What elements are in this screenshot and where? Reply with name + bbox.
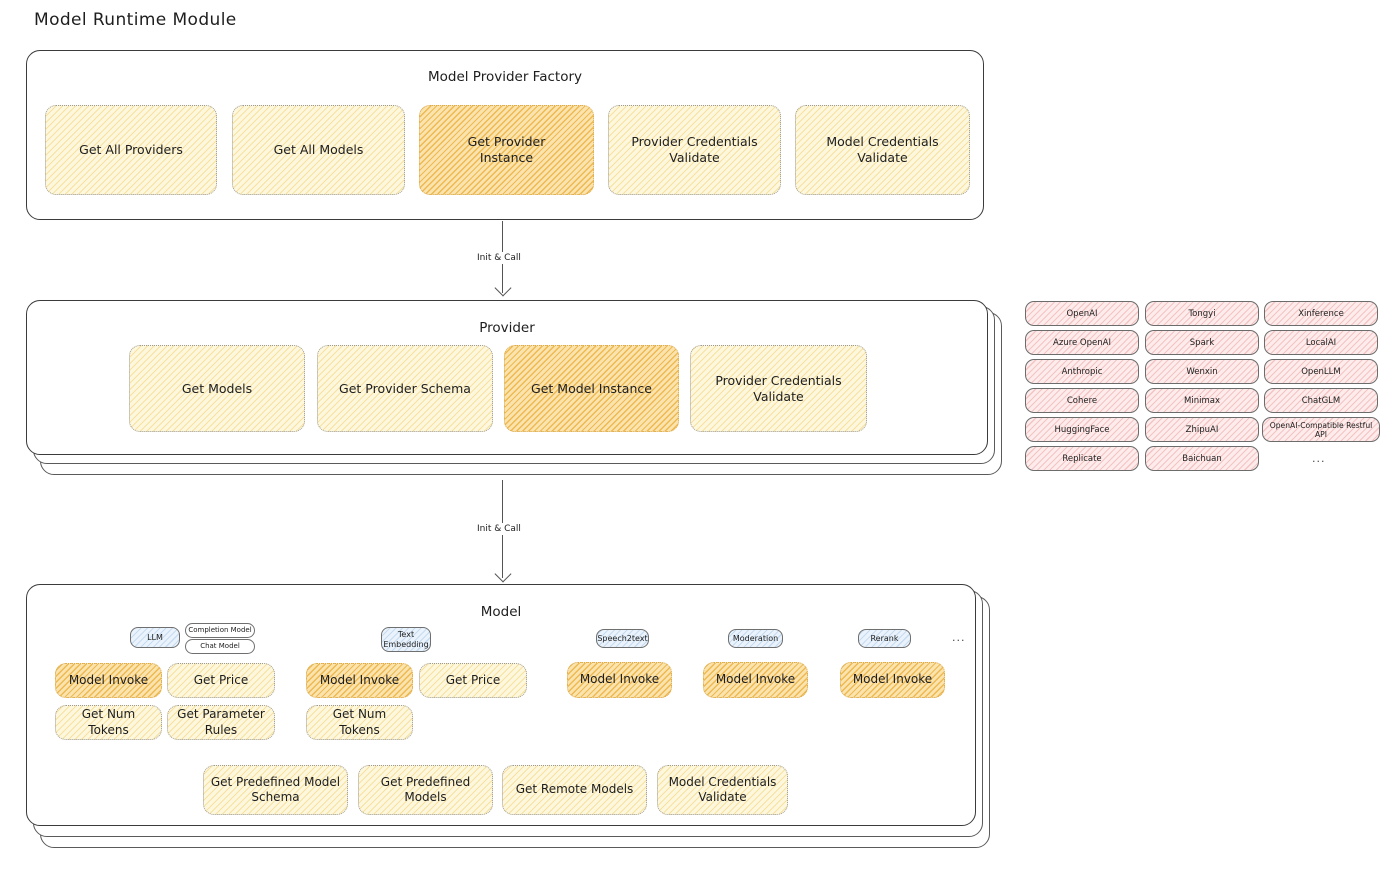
provider-chip-huggingface[interactable]: HuggingFace bbox=[1025, 417, 1139, 442]
page-title: Model Runtime Module bbox=[34, 10, 237, 30]
model-type-badge-text-embedding[interactable]: Text Embedding bbox=[381, 627, 431, 652]
model-type-badge-ellipsis: ... bbox=[952, 631, 966, 644]
provider-chip-spark[interactable]: Spark bbox=[1145, 330, 1259, 355]
provider-chip-openllm[interactable]: OpenLLM bbox=[1264, 359, 1378, 384]
provider-chip-xinference[interactable]: Xinference bbox=[1264, 301, 1378, 326]
moderation-box-model-invoke[interactable]: Model Invoke bbox=[703, 662, 808, 698]
provider-chip-minimax[interactable]: Minimax bbox=[1145, 388, 1259, 413]
provider-box-get-provider-schema[interactable]: Get Provider Schema bbox=[317, 345, 493, 432]
text-embedding-box-model-invoke[interactable]: Model Invoke bbox=[306, 663, 413, 698]
factory-box-model-credentials-validate[interactable]: Model Credentials Validate bbox=[795, 105, 970, 195]
llm-box-get-num-tokens[interactable]: Get Num Tokens bbox=[55, 705, 162, 740]
model-subtype-chat-model[interactable]: Chat Model bbox=[185, 639, 255, 654]
provider-chip-chatglm[interactable]: ChatGLM bbox=[1264, 388, 1378, 413]
provider-chip-baichuan[interactable]: Baichuan bbox=[1145, 446, 1259, 471]
arrow-provider-to-model-label: Init & Call bbox=[474, 523, 524, 535]
llm-box-get-price[interactable]: Get Price bbox=[167, 663, 275, 698]
llm-box-get-parameter-rules[interactable]: Get Parameter Rules bbox=[167, 705, 275, 740]
model-type-badge-moderation[interactable]: Moderation bbox=[728, 629, 783, 648]
model-container bbox=[26, 584, 976, 826]
provider-chip-cohere[interactable]: Cohere bbox=[1025, 388, 1139, 413]
model-type-badge-llm[interactable]: LLM bbox=[130, 627, 180, 648]
model-title: Model bbox=[480, 604, 522, 620]
factory-box-get-provider-instance[interactable]: Get Provider Instance bbox=[419, 105, 594, 195]
model-subtype-completion-model[interactable]: Completion Model bbox=[185, 623, 255, 638]
provider-chip-openai[interactable]: OpenAI bbox=[1025, 301, 1139, 326]
speech2text-box-model-invoke[interactable]: Model Invoke bbox=[567, 662, 672, 698]
provider-chip-wenxin[interactable]: Wenxin bbox=[1145, 359, 1259, 384]
model-box-get-remote-models[interactable]: Get Remote Models bbox=[502, 765, 647, 815]
model-type-badge-rerank[interactable]: Rerank bbox=[858, 629, 911, 648]
factory-box-get-all-providers[interactable]: Get All Providers bbox=[45, 105, 217, 195]
model-box-model-credentials-validate[interactable]: Model Credentials Validate bbox=[657, 765, 788, 815]
model-type-badge-speech2text[interactable]: Speech2text bbox=[596, 629, 649, 648]
llm-box-model-invoke[interactable]: Model Invoke bbox=[55, 663, 162, 698]
provider-box-get-model-instance[interactable]: Get Model Instance bbox=[504, 345, 679, 432]
model-box-get-predefined-model-schema[interactable]: Get Predefined Model Schema bbox=[203, 765, 348, 815]
arrow-factory-to-provider-label: Init & Call bbox=[474, 252, 524, 264]
model-provider-factory-title: Model Provider Factory bbox=[427, 69, 582, 85]
provider-box-provider-credentials-validate[interactable]: Provider Credentials Validate bbox=[690, 345, 867, 432]
arrow-provider-to-model-head bbox=[494, 565, 512, 583]
provider-box-get-models[interactable]: Get Models bbox=[129, 345, 305, 432]
provider-chip-anthropic[interactable]: Anthropic bbox=[1025, 359, 1139, 384]
arrow-factory-to-provider-head bbox=[494, 279, 512, 297]
model-box-get-predefined-models[interactable]: Get Predefined Models bbox=[358, 765, 493, 815]
factory-box-get-all-models[interactable]: Get All Models bbox=[232, 105, 405, 195]
provider-list-ellipsis: ... bbox=[1312, 452, 1326, 465]
factory-box-provider-credentials-validate[interactable]: Provider Credentials Validate bbox=[608, 105, 781, 195]
provider-chip-localai[interactable]: LocalAI bbox=[1264, 330, 1378, 355]
text-embedding-box-get-num-tokens[interactable]: Get Num Tokens bbox=[306, 705, 413, 740]
rerank-box-model-invoke[interactable]: Model Invoke bbox=[840, 662, 945, 698]
text-embedding-box-get-price[interactable]: Get Price bbox=[419, 663, 527, 698]
provider-chip-replicate[interactable]: Replicate bbox=[1025, 446, 1139, 471]
provider-chip-tongyi[interactable]: Tongyi bbox=[1145, 301, 1259, 326]
provider-chip-azure-openai[interactable]: Azure OpenAI bbox=[1025, 330, 1139, 355]
provider-title: Provider bbox=[479, 320, 535, 336]
provider-chip-zhipuai[interactable]: ZhipuAI bbox=[1145, 417, 1259, 442]
provider-chip-openai-compatible-restful-api[interactable]: OpenAI-Compatible Restful API bbox=[1262, 417, 1380, 442]
